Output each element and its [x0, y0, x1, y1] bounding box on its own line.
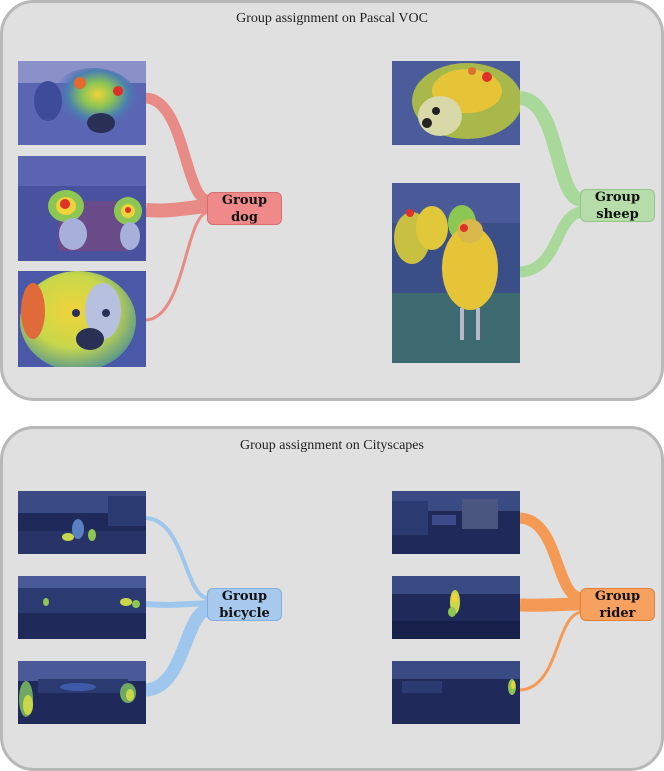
rider-heatmap-image-3 [392, 661, 520, 724]
cityscapes-title: Group assignment on Cityscapes [240, 438, 424, 453]
sheep-heatmap-image-2 [392, 183, 520, 363]
group-sheep-label-2: sheep [596, 206, 639, 222]
group-bicycle-label-2: bicycle [219, 605, 270, 621]
dog-heatmap-image-3 [18, 271, 146, 367]
group-rider-label-1: Group [594, 588, 641, 604]
bicycle-heatmap-image-1 [18, 491, 146, 554]
group-dog-label-1: Group [221, 192, 268, 208]
sheep-heatmap-image-1 [392, 61, 520, 145]
bicycle-heatmap-image-2 [18, 576, 146, 639]
group-dog-label-2: dog [231, 209, 258, 225]
group-bicycle-label-1: Group [221, 588, 268, 604]
dog-heatmap-image-2 [18, 156, 146, 261]
rider-heatmap-image-1 [392, 491, 520, 554]
group-sheep-label-1: Group [594, 189, 641, 205]
rider-heatmap-image-2 [392, 576, 520, 639]
bicycle-heatmap-image-3 [18, 661, 146, 724]
pascal-voc-title: Group assignment on Pascal VOC [236, 11, 428, 26]
dog-heatmap-image-1 [18, 61, 146, 145]
group-rider-label-2: rider [599, 605, 636, 621]
